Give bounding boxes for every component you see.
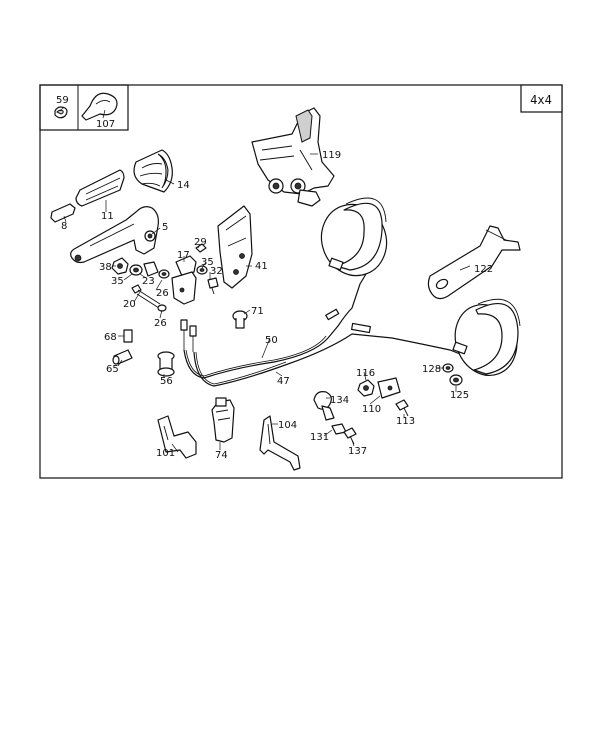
part-116-nut xyxy=(357,379,375,397)
part-122-bracket xyxy=(427,225,521,300)
part-14-boot xyxy=(133,149,173,193)
part-71-push-fastener xyxy=(232,310,248,329)
label-59: 59 xyxy=(56,95,69,106)
brake-drum-upper xyxy=(320,197,388,277)
label-11: 11 xyxy=(101,211,114,222)
part-74-bracket xyxy=(211,397,235,443)
label-35b: 35 xyxy=(111,276,124,287)
part-35-washer-a xyxy=(196,265,208,275)
label-104: 104 xyxy=(278,420,297,431)
part-23-washer xyxy=(129,264,143,276)
label-110: 110 xyxy=(362,404,381,415)
part-26-washer-a xyxy=(158,269,170,279)
label-101: 101 xyxy=(156,448,175,459)
label-134: 134 xyxy=(330,395,349,406)
part-56-grommet xyxy=(157,351,175,377)
label-74: 74 xyxy=(215,450,228,461)
part-137-bolt xyxy=(343,427,357,445)
label-26a: 26 xyxy=(156,288,169,299)
part-5-pedal-lever xyxy=(70,206,159,264)
part-59-clip xyxy=(54,106,68,119)
diagram-frame xyxy=(39,84,563,479)
label-119: 119 xyxy=(322,150,341,161)
part-110-bracket xyxy=(377,377,401,399)
label-47: 47 xyxy=(277,376,290,387)
label-35a: 35 xyxy=(201,257,214,268)
label-5: 5 xyxy=(162,222,168,233)
part-8-pad xyxy=(50,203,76,223)
part-68-spacer xyxy=(123,329,133,343)
inset-box xyxy=(39,84,129,131)
label-29: 29 xyxy=(194,237,207,248)
leader-lines xyxy=(59,106,471,453)
part-104-bracket xyxy=(259,415,301,471)
label-131: 131 xyxy=(310,432,329,443)
label-65: 65 xyxy=(106,364,119,375)
label-8: 8 xyxy=(61,221,67,232)
svg-text:4x4: 4x4 xyxy=(530,93,552,107)
label-14: 14 xyxy=(177,180,190,191)
label-71: 71 xyxy=(251,306,264,317)
part-38-nut xyxy=(111,257,129,275)
part-65-pin xyxy=(112,349,133,365)
label-137: 137 xyxy=(348,446,367,457)
part-125-nut xyxy=(449,374,463,386)
part-119-bracket xyxy=(251,107,335,207)
part-128-washer xyxy=(442,363,454,373)
part-101-bracket xyxy=(157,415,197,459)
label-107: 107 xyxy=(96,119,115,130)
label-23: 23 xyxy=(142,276,155,287)
part-41-bracket-plate xyxy=(217,205,253,289)
label-50: 50 xyxy=(265,335,278,346)
part-29-pin xyxy=(195,243,207,253)
label-125: 125 xyxy=(450,390,469,401)
label-68: 68 xyxy=(104,332,117,343)
label-32: 32 xyxy=(210,266,223,277)
label-56: 56 xyxy=(160,376,173,387)
label-20: 20 xyxy=(123,299,136,310)
part-20-bolt xyxy=(131,284,161,309)
cable-50 xyxy=(183,273,367,379)
label-113: 113 xyxy=(396,416,415,427)
part-11-pedal-pad xyxy=(75,169,125,207)
part-134-clamp xyxy=(313,391,335,421)
label-128: 128 xyxy=(422,364,441,375)
part-113-bolt xyxy=(395,399,409,417)
cable-47 xyxy=(193,308,461,387)
label-38: 38 xyxy=(99,262,112,273)
part-107-cable-tie xyxy=(81,92,118,121)
variant-badge: 4x4 xyxy=(520,84,563,113)
part-17-lever xyxy=(171,255,197,305)
label-26b: 26 xyxy=(154,318,167,329)
brake-drum-lower xyxy=(452,298,521,376)
part-labels: 59 107 14 8 11 5 119 29 17 35 32 41 38 2… xyxy=(56,95,493,461)
label-17: 17 xyxy=(177,250,190,261)
label-122: 122 xyxy=(474,264,493,275)
label-41: 41 xyxy=(255,261,268,272)
label-116: 116 xyxy=(356,368,375,379)
part-35-bushing xyxy=(143,261,159,277)
cable-end-fittings xyxy=(180,319,197,352)
part-32-bolt xyxy=(207,277,219,295)
